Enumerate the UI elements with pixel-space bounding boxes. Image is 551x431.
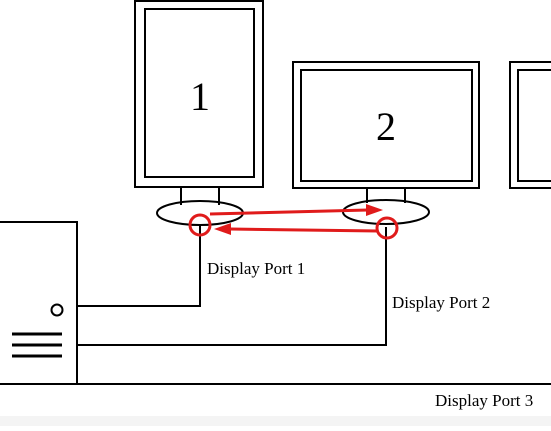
arrow-right-head (366, 204, 383, 216)
port-highlight-circle-2 (375, 216, 399, 240)
monitor-2-number: 2 (376, 104, 396, 149)
monitor-1-number: 1 (190, 74, 210, 119)
monitor-2-screen (300, 69, 473, 182)
monitor-3-screen (517, 69, 551, 182)
display-port-2-label: Display Port 2 (392, 293, 490, 312)
power-button-icon (50, 303, 64, 317)
monitor-2-base (342, 199, 430, 225)
computer-tower (0, 221, 78, 385)
cable-display-port-2 (77, 227, 387, 346)
monitor-1-screen (144, 8, 255, 178)
monitor-2: 2 (292, 61, 480, 225)
bottom-strip (0, 416, 551, 426)
display-port-1-label: Display Port 1 (207, 259, 305, 278)
port-highlight-circle-1 (188, 213, 212, 237)
arrow-right-line (209, 208, 369, 216)
swap-arrows (209, 204, 383, 235)
arrow-left-line (229, 227, 379, 233)
cable-display-port-1 (77, 226, 201, 307)
monitor-3 (509, 61, 551, 189)
tower-case (0, 221, 78, 385)
display-port-3-label: Display Port 3 (435, 391, 533, 410)
arrow-left-head (214, 223, 231, 235)
monitor-1: 1 (134, 0, 264, 226)
